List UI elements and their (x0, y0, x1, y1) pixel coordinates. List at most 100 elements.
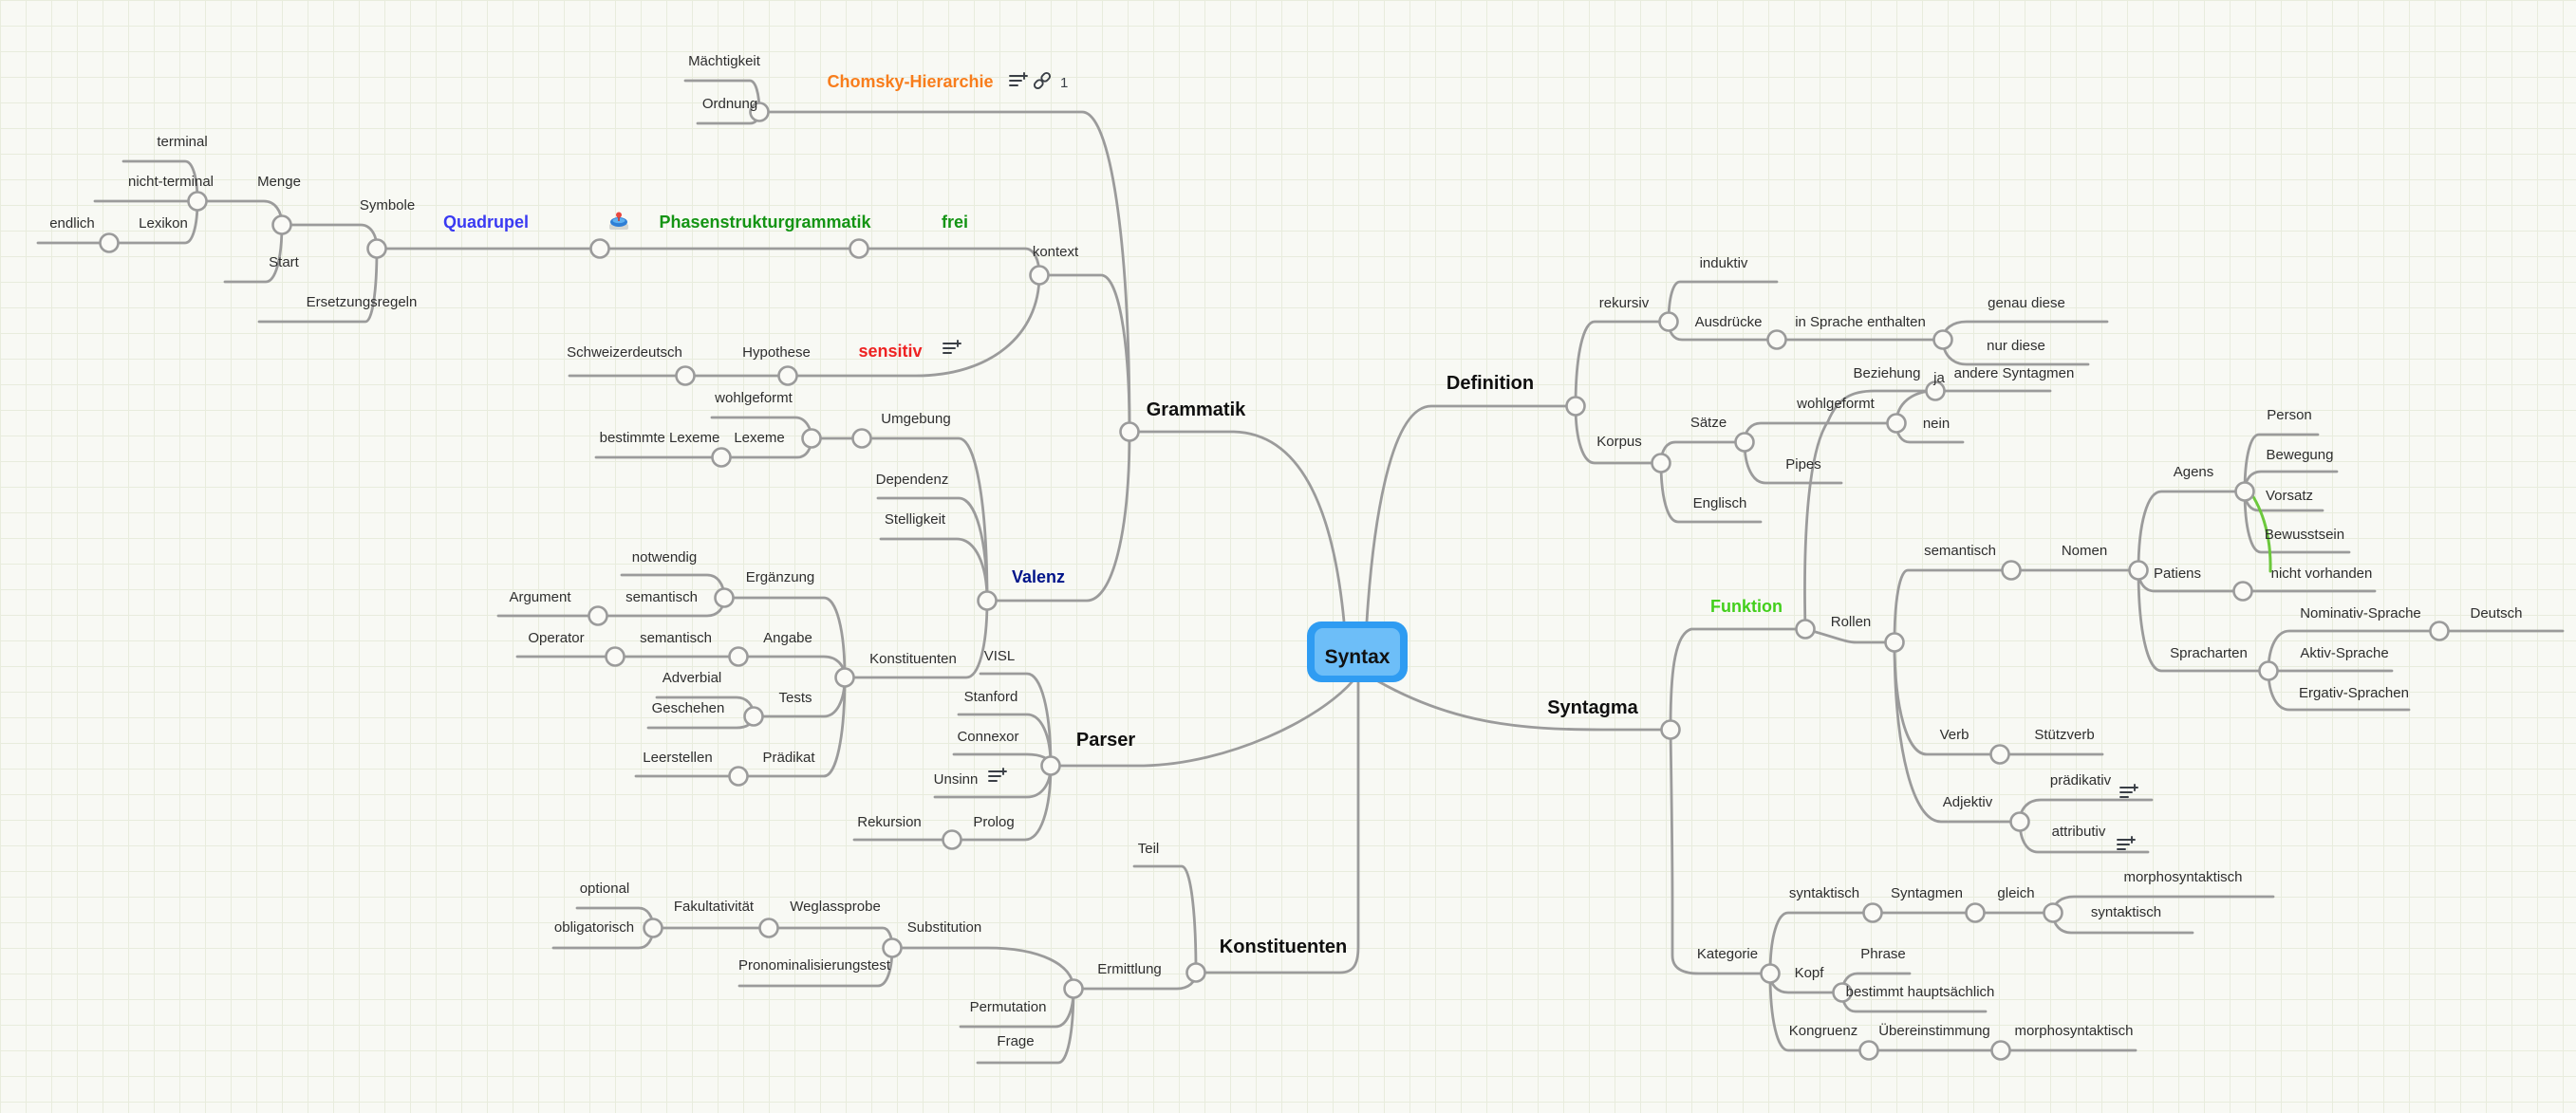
node-optional[interactable]: optional (580, 881, 630, 897)
node-dependenz[interactable]: Dependenz (876, 472, 949, 488)
root-node-label[interactable]: Syntax (1325, 646, 1391, 668)
node-beziehung[interactable]: Beziehung (1854, 365, 1921, 381)
node-semantisch2[interactable]: semantisch (640, 630, 712, 646)
node-argument[interactable]: Argument (509, 589, 571, 605)
node-andereSyntagmen[interactable]: andere Syntagmen (1954, 365, 2075, 381)
node-ausdruecke[interactable]: Ausdrücke (1695, 314, 1763, 330)
notes-icon[interactable] (1009, 72, 1028, 86)
node-morphoSyn2[interactable]: morphosyntaktisch (2014, 1023, 2133, 1039)
node-frage[interactable]: Frage (997, 1033, 1034, 1049)
node-bestimmtHaupt[interactable]: bestimmt hauptsächlich (1846, 984, 1995, 1000)
node-stanford[interactable]: Stanford (964, 689, 1018, 705)
node-pipes[interactable]: Pipes (1785, 456, 1821, 473)
node-rekursiv[interactable]: rekursiv (1599, 295, 1650, 311)
node-nurDiese[interactable]: nur diese (1987, 338, 2045, 354)
node-lexikon[interactable]: Lexikon (139, 215, 188, 232)
node-parser[interactable]: Parser (1076, 730, 1135, 751)
node-saetze[interactable]: Sätze (1690, 415, 1727, 431)
node-teil[interactable]: Teil (1138, 841, 1160, 857)
link-icon[interactable] (1033, 71, 1052, 90)
node-schweizerdeutsch[interactable]: Schweizerdeutsch (567, 344, 682, 361)
node-weglassprobe[interactable]: Weglassprobe (790, 899, 881, 915)
node-nomen[interactable]: Nomen (2062, 543, 2107, 559)
node-terminal[interactable]: terminal (157, 134, 207, 150)
node-uebereinstimmung[interactable]: Übereinstimmung (1878, 1022, 1990, 1039)
node-semantisch3[interactable]: semantisch (1924, 543, 1996, 559)
node-ordnung[interactable]: Ordnung (702, 96, 757, 112)
node-kategorie[interactable]: Kategorie (1697, 946, 1758, 962)
node-grammatik[interactable]: Grammatik (1147, 399, 1246, 420)
node-geschehen[interactable]: Geschehen (652, 700, 725, 716)
node-sensitiv[interactable]: sensitiv (858, 342, 922, 361)
node-stelligkeit[interactable]: Stelligkeit (885, 511, 946, 528)
notes-icon[interactable] (2119, 784, 2138, 798)
node-syntagmen[interactable]: Syntagmen (1891, 885, 1963, 901)
node-ersetzungsregeln[interactable]: Ersetzungsregeln (307, 294, 418, 310)
node-adverbial[interactable]: Adverbial (663, 670, 722, 686)
node-prolog[interactable]: Prolog (973, 814, 1014, 830)
node-korpus[interactable]: Korpus (1596, 434, 1642, 450)
node-symbole[interactable]: Symbole (360, 197, 415, 213)
node-phasen[interactable]: Phasenstrukturgrammatik (659, 213, 871, 232)
notes-icon[interactable] (943, 340, 961, 354)
node-operator[interactable]: Operator (528, 630, 584, 646)
node-adjektiv[interactable]: Adjektiv (1943, 794, 1993, 810)
node-pronomTest[interactable]: Pronominalisierungstest (738, 957, 891, 974)
node-agens[interactable]: Agens (2174, 464, 2214, 480)
node-connexor[interactable]: Connexor (957, 729, 1018, 745)
node-attributiv[interactable]: attributiv (2052, 824, 2106, 840)
node-stuetzverb[interactable]: Stützverb (2034, 727, 2094, 743)
node-deutsch[interactable]: Deutsch (2470, 605, 2522, 621)
node-nominativ[interactable]: Nominativ-Sprache (2300, 605, 2421, 621)
node-hypothese[interactable]: Hypothese (742, 344, 811, 361)
node-angabe[interactable]: Angabe (763, 630, 812, 646)
node-notwendig[interactable]: notwendig (632, 549, 697, 566)
notes-icon[interactable] (988, 768, 1007, 782)
node-phrase[interactable]: Phrase (1860, 946, 1906, 962)
node-inSprache[interactable]: in Sprache enthalten (1795, 314, 1926, 330)
node-konstituentenB[interactable]: Konstituenten (1220, 937, 1347, 957)
node-umgebung[interactable]: Umgebung (881, 411, 950, 427)
node-tests[interactable]: Tests (778, 690, 812, 706)
node-morphoSyn1[interactable]: morphosyntaktisch (2123, 869, 2242, 885)
node-nichtVorhanden[interactable]: nicht vorhanden (2271, 566, 2373, 582)
node-bewusstsein[interactable]: Bewusstsein (2265, 527, 2344, 543)
node-chomsky[interactable]: Chomsky-Hierarchie (827, 72, 993, 91)
node-genauDiese[interactable]: genau diese (1988, 295, 2065, 311)
node-praedikativAdj[interactable]: prädikativ (2050, 772, 2112, 788)
node-menge[interactable]: Menge (257, 174, 301, 190)
node-konstituentenMid[interactable]: Konstituenten (869, 651, 957, 667)
node-spracharten[interactable]: Spracharten (2170, 645, 2248, 661)
node-nichtTerminal[interactable]: nicht-terminal (128, 174, 214, 190)
node-nein[interactable]: nein (1923, 416, 1950, 432)
node-permutation[interactable]: Permutation (970, 999, 1047, 1015)
node-rekursion[interactable]: Rekursion (857, 814, 922, 830)
node-lexeme[interactable]: Lexeme (734, 430, 784, 446)
node-induktiv[interactable]: induktiv (1700, 255, 1748, 271)
node-fakultativitaet[interactable]: Fakultativität (674, 899, 755, 915)
node-wohlgeformtL[interactable]: wohlgeformt (714, 390, 793, 406)
node-gleich[interactable]: gleich (1997, 885, 2034, 901)
node-praedikat[interactable]: Prädikat (762, 750, 815, 766)
node-syntagma[interactable]: Syntagma (1547, 697, 1638, 718)
node-leerstellen[interactable]: Leerstellen (643, 750, 712, 766)
node-funktion[interactable]: Funktion (1710, 597, 1783, 616)
node-ergativ[interactable]: Ergativ-Sprachen (2299, 685, 2409, 701)
node-endlich[interactable]: endlich (49, 215, 95, 232)
node-definition[interactable]: Definition (1447, 373, 1534, 394)
node-valenz[interactable]: Valenz (1012, 567, 1065, 586)
node-quadrupel[interactable]: Quadrupel (443, 213, 529, 232)
node-frei[interactable]: frei (942, 213, 968, 232)
node-kontext[interactable]: kontext (1033, 244, 1079, 260)
node-unsinn[interactable]: Unsinn (934, 771, 979, 788)
node-semantisch1[interactable]: semantisch (625, 589, 698, 605)
node-bestimmteLexeme[interactable]: bestimmte Lexeme (600, 430, 720, 446)
node-bewegung[interactable]: Bewegung (2267, 447, 2334, 463)
node-kongruenz[interactable]: Kongruenz (1789, 1023, 1858, 1039)
node-person[interactable]: Person (2267, 407, 2312, 423)
node-englisch[interactable]: Englisch (1693, 495, 1747, 511)
node-syntaktisch1[interactable]: syntaktisch (1789, 885, 1859, 901)
node-start[interactable]: Start (269, 254, 300, 270)
node-substitution[interactable]: Substitution (907, 919, 981, 936)
node-visl[interactable]: VISL (984, 648, 1016, 664)
